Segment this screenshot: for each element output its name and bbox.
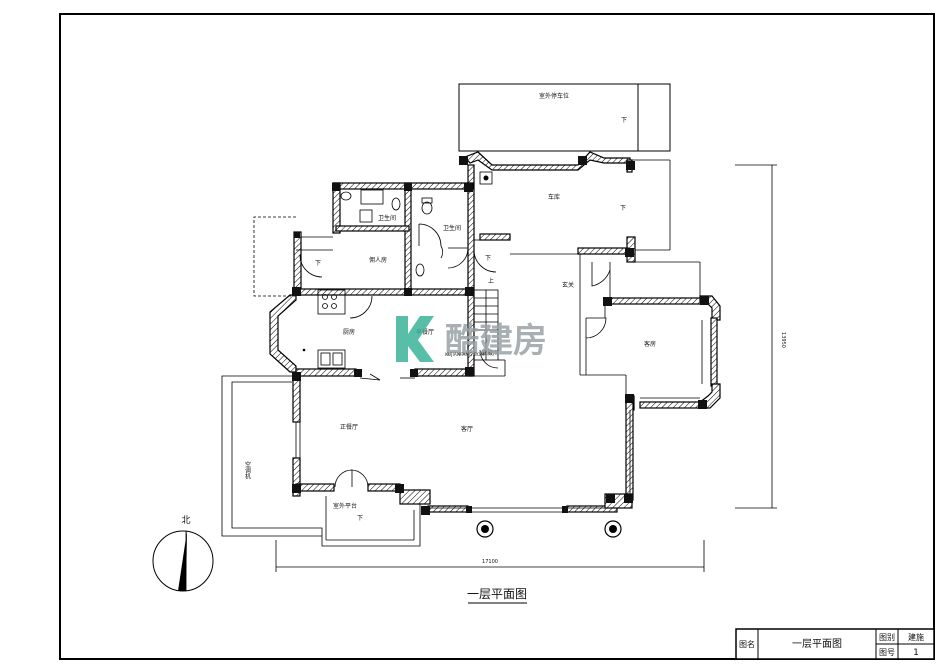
label-garage: 车库 xyxy=(548,193,560,201)
dimension-width: 17100 xyxy=(482,559,498,565)
mark-up-stair: 上 xyxy=(488,277,494,285)
title-block-scale-label: 图别 xyxy=(879,633,895,642)
label-outdoor-parking: 室外停车位 xyxy=(539,92,569,100)
label-maid-room: 佣人房 xyxy=(369,256,387,264)
watermark-brand: 酷建房 xyxy=(445,321,547,361)
north-compass: 北 xyxy=(152,515,214,592)
mark-down-maid: 下 xyxy=(315,260,321,267)
room-labels: 室外停车位 车库 卫生间 卫生间 佣人房 厨房 早餐厅 玄关 客房 储藏间 正餐… xyxy=(244,92,657,510)
watermark-sub: KUJIANFANG.COM xyxy=(445,352,484,358)
title-block-number-label: 图号 xyxy=(879,648,895,657)
label-guest-room: 客房 xyxy=(644,340,656,348)
title-block-number-value: 1 xyxy=(913,648,919,658)
label-dining: 正餐厅 xyxy=(340,423,358,431)
label-bathroom-2: 卫生间 xyxy=(443,224,461,232)
mark-down-garage: 下 xyxy=(620,205,626,212)
title-block-scale-value: 建施 xyxy=(908,632,924,642)
level-marks: 下 下 下 上 下 下 xyxy=(315,117,627,522)
dimension-height: 13950 xyxy=(780,332,786,348)
title-block: 图名 一层平面图 图别 建施 图号 1 xyxy=(735,628,935,660)
label-living: 客厅 xyxy=(461,425,473,433)
label-bathroom-1: 卫生间 xyxy=(378,214,396,222)
drawing-frame xyxy=(59,13,935,660)
mark-down-entry: 下 xyxy=(485,255,491,262)
mark-down-terrace: 下 xyxy=(357,515,363,522)
dimension-lines xyxy=(275,164,777,572)
outdoor-parking-area xyxy=(458,83,671,152)
label-kitchen: 厨房 xyxy=(343,328,355,336)
label-terrace: 室外平台 xyxy=(333,502,357,510)
thin-lines xyxy=(221,159,703,547)
watermark-logo: 酷建房 KUJIANFANG.COM xyxy=(396,316,547,362)
drawing-title: 一层平面图 xyxy=(467,587,527,601)
title-block-name-label: 图名 xyxy=(739,639,755,649)
label-ac-unit: 空调机 xyxy=(244,460,251,480)
columns xyxy=(292,156,709,515)
compass-north-label: 北 xyxy=(181,515,190,526)
title-block-name-value: 一层平面图 xyxy=(792,638,842,650)
label-foyer: 玄关 xyxy=(562,281,574,289)
label-breakfast: 早餐厅 xyxy=(416,328,434,336)
round-columns xyxy=(476,520,622,538)
mark-down-parking: 下 xyxy=(621,117,627,124)
label-storage: 储藏间 xyxy=(481,349,499,357)
